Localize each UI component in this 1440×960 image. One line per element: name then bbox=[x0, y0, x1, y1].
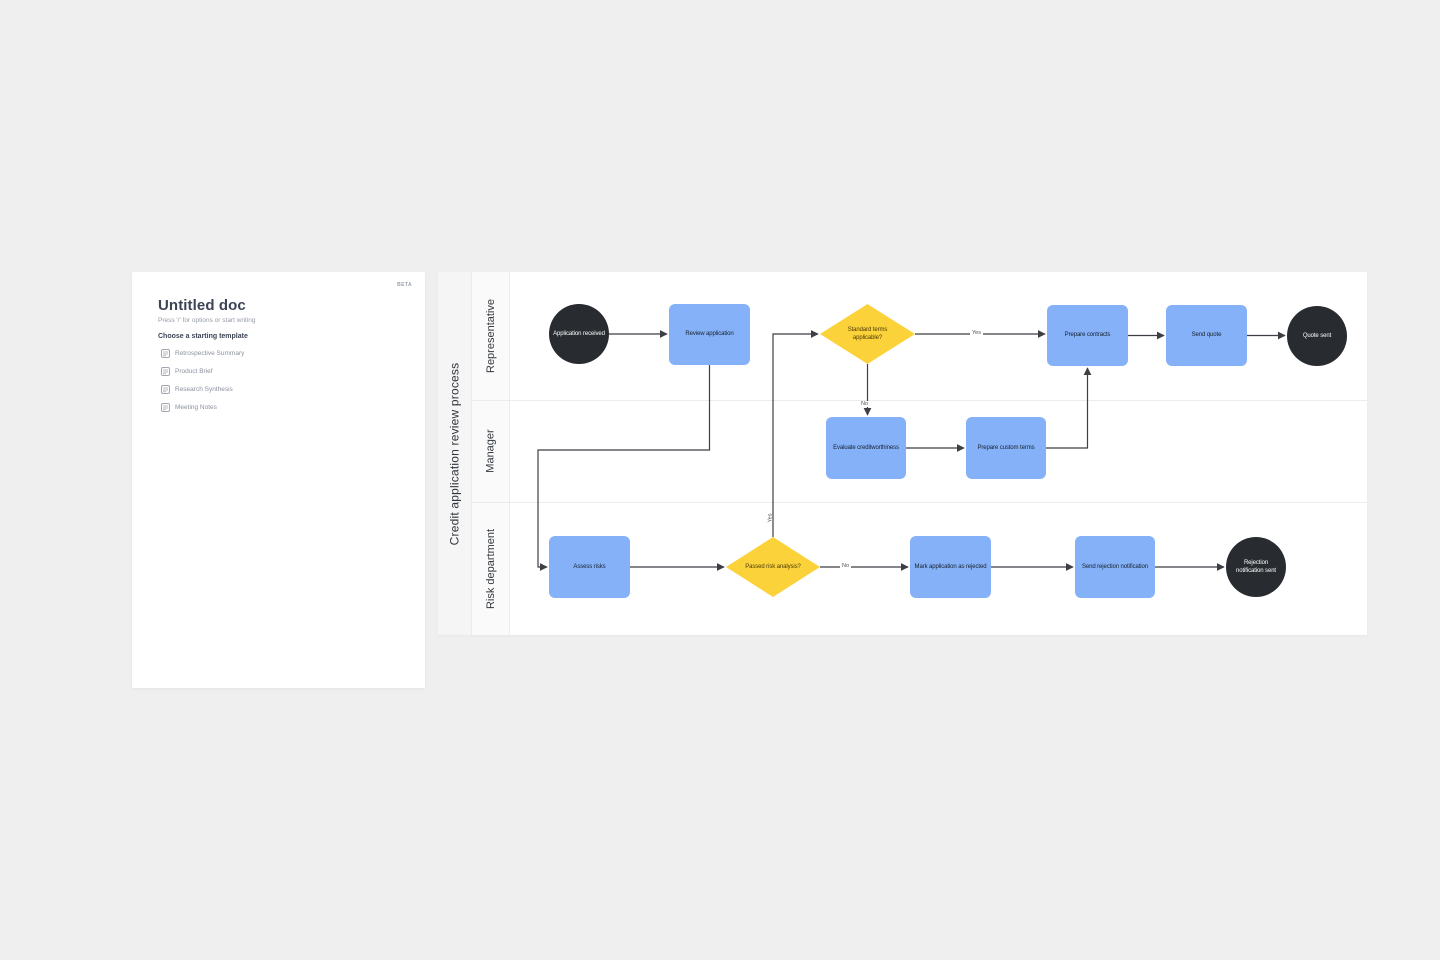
templates-heading: Choose a starting template bbox=[158, 333, 248, 340]
doc-panel[interactable]: BETA Untitled doc Press '/' for options … bbox=[132, 272, 425, 688]
template-doc-icon bbox=[161, 384, 170, 394]
lane-divider bbox=[472, 400, 1367, 401]
edge-risk-yes-to-terms-decision bbox=[772, 330, 819, 537]
template-item-label: Research Synthesis bbox=[175, 385, 233, 393]
template-item-label: Meeting Notes bbox=[175, 403, 217, 411]
template-item-product-brief[interactable]: Product Brief bbox=[161, 366, 244, 376]
connector-layer bbox=[537, 330, 1286, 571]
edge-review-to-assess bbox=[537, 365, 711, 571]
edge-label-terms-no: No bbox=[859, 401, 871, 407]
doc-title[interactable]: Untitled doc bbox=[158, 297, 246, 314]
diagram-title-strip[interactable]: Credit application review process bbox=[438, 272, 472, 635]
template-doc-icon bbox=[161, 366, 170, 376]
edge-label-terms-yes: Yes bbox=[970, 330, 983, 336]
template-item-research-synthesis[interactable]: Research Synthesis bbox=[161, 384, 244, 394]
beta-badge: BETA bbox=[397, 282, 412, 288]
node-mark-application-rejected[interactable]: Mark application as rejected bbox=[910, 536, 991, 598]
node-assess-risks[interactable]: Assess risks bbox=[549, 536, 630, 598]
template-item-retrospective-summary[interactable]: Retrospective Summary bbox=[161, 348, 244, 358]
node-send-quote[interactable]: Send quote bbox=[1166, 305, 1247, 366]
template-doc-icon bbox=[161, 348, 170, 358]
template-doc-icon bbox=[161, 402, 170, 412]
edge-label-risk-no: No bbox=[840, 563, 852, 569]
doc-editor-placeholder[interactable]: Press '/' for options or start writing bbox=[158, 317, 256, 324]
node-evaluate-creditworthiness[interactable]: Evaluate creditworthiness bbox=[826, 417, 906, 479]
node-send-rejection-notification[interactable]: Send rejection notification bbox=[1075, 536, 1155, 598]
template-item-meeting-notes[interactable]: Meeting Notes bbox=[161, 402, 244, 412]
node-application-received[interactable]: Application received bbox=[549, 304, 609, 364]
node-quote-sent[interactable]: Quote sent bbox=[1287, 306, 1347, 366]
lane-divider bbox=[472, 502, 1367, 503]
node-prepare-custom-terms[interactable]: Prepare custom terms bbox=[966, 417, 1046, 479]
edge-custom-terms-to-prepare-contracts bbox=[1046, 367, 1092, 449]
template-item-label: Retrospective Summary bbox=[175, 349, 245, 357]
lane-label-column: Representative Manager Risk department bbox=[472, 272, 510, 635]
node-rejection-notification-sent[interactable]: Rejection notification sent bbox=[1226, 537, 1286, 597]
edge-label-risk-yes: Yes bbox=[767, 513, 774, 523]
template-item-label: Product Brief bbox=[175, 367, 213, 375]
flowchart-board: Credit application review process Repres… bbox=[438, 272, 1367, 635]
template-list: Retrospective Summary Product Brief Rese… bbox=[161, 348, 244, 420]
node-prepare-contracts[interactable]: Prepare contracts bbox=[1047, 305, 1128, 366]
node-review-application[interactable]: Review application bbox=[669, 304, 750, 365]
